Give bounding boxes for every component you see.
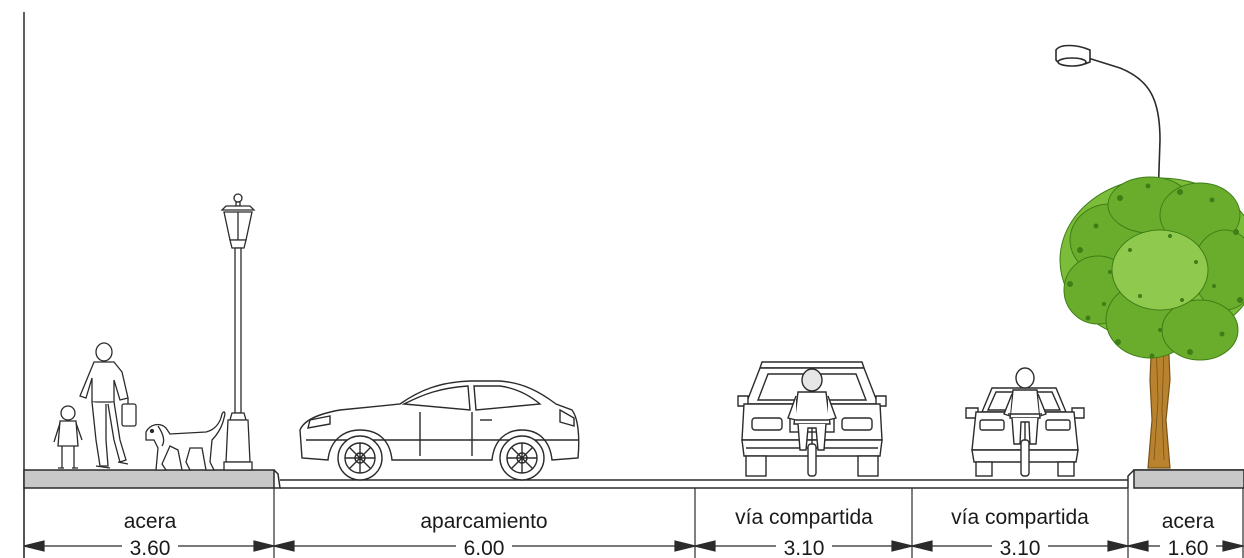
left-sidewalk-slab [23,469,275,489]
dimension-system [23,488,1244,558]
arrowhead [674,540,696,552]
arrowhead [694,540,716,552]
dimension-value-aparcamiento: 6.00 [464,537,505,558]
right-sidewalk-slab [1133,469,1244,489]
cobra-head-street-light [1055,44,1161,201]
arrowhead [273,540,295,552]
road-surface [280,479,1128,489]
section-label-acera-left: acera [124,510,177,533]
arrowhead [253,540,275,552]
arrowhead [23,540,45,552]
tree-canopy [1059,176,1244,361]
dimension-value-via-compartida-1: 3.10 [784,537,825,558]
car-rear-wheel [499,435,545,481]
dimension-values: 3.60 6.00 3.10 3.10 1.60 [122,537,1216,558]
arrowhead [891,540,913,552]
dimension-value-acera-left: 3.60 [130,537,171,558]
section-label-acera-right: acera [1162,510,1215,533]
cyclist-front-view [1003,367,1047,477]
arrowhead [911,540,933,552]
parked-car-side-view [299,380,580,481]
section-labels: acera aparcamiento vía compartida vía co… [124,506,1215,533]
section-label-aparcamiento: aparcamiento [420,510,547,533]
section-label-via-compartida-2: vía compartida [951,506,1089,529]
arrowhead [1107,540,1129,552]
left-curb [273,469,281,489]
dog-figure [145,411,226,471]
dimension-value-acera-right: 1.60 [1168,537,1209,558]
dimension-value-via-compartida-2: 3.10 [1000,537,1041,558]
cyclist-front-view [787,368,837,477]
child-figure [53,405,83,469]
arrowhead [1127,540,1149,552]
classic-street-lamp [220,193,256,471]
car-front-wheel [337,435,383,481]
ground-profile [23,469,1244,489]
adult-pedestrian-figure [79,342,137,469]
section-label-via-compartida-1: vía compartida [735,506,873,529]
arrowhead [1222,540,1244,552]
